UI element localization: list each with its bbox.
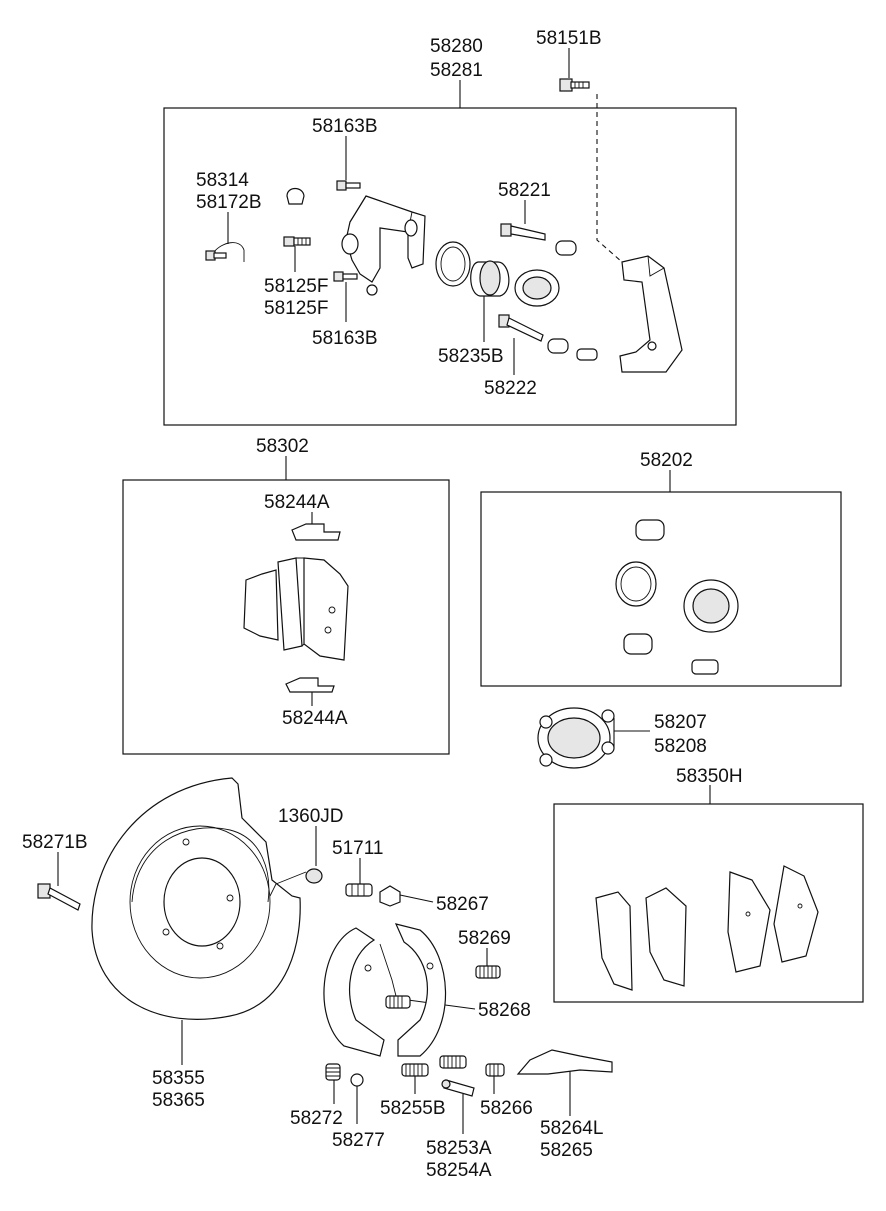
label-58314: 58314 (196, 170, 249, 191)
guide-boot-upper-icon (555, 240, 577, 256)
label-58163b-top: 58163B (312, 116, 378, 137)
label-58280: 58280 (430, 36, 483, 57)
label-58207: 58207 (654, 712, 707, 733)
guide-pin-58221-icon (500, 223, 546, 241)
seal-kit-ring-icon (615, 561, 657, 607)
bolt-58151b-icon (559, 78, 590, 92)
clip-58244a-top-icon (291, 523, 341, 541)
label-58267: 58267 (436, 894, 489, 915)
bleeder-screw-58125f-icon (283, 236, 311, 247)
label-58208: 58208 (654, 736, 707, 757)
spring-58255b-icon (401, 1055, 467, 1077)
spring-58268-icon (385, 995, 411, 1009)
label-58271b: 58271B (22, 832, 88, 853)
label-58277: 58277 (332, 1130, 385, 1151)
label-58244a-bottom: 58244A (282, 708, 348, 729)
bolt-58271b-icon (37, 883, 81, 911)
parking-lever-58264l-icon (516, 1049, 613, 1075)
spring-58272-icon (325, 1063, 341, 1081)
caliper-bracket-icon (619, 255, 683, 373)
guide-boot-lower-icon (547, 338, 569, 354)
leader-58267 (399, 894, 434, 903)
nut-58267-icon (379, 885, 401, 907)
leader-58207 (613, 718, 650, 732)
label-58125f-a: 58125F (264, 276, 328, 297)
nut-1360jd-icon (269, 868, 323, 897)
label-58365: 58365 (152, 1090, 205, 1111)
brake-shoe-kit-icon (595, 865, 819, 991)
label-1360jd: 1360JD (278, 806, 344, 827)
guide-bushing-icon (576, 348, 598, 361)
seal-kit-boot-top-icon (635, 519, 665, 541)
label-58266: 58266 (480, 1098, 533, 1119)
label-58265: 58265 (540, 1140, 593, 1161)
label-58202: 58202 (640, 450, 693, 471)
label-58281: 58281 (430, 60, 483, 81)
brake-pad-set-icon (243, 557, 349, 661)
backing-plate-58355-icon (91, 777, 301, 1020)
adjuster-51711-icon (345, 883, 373, 897)
label-51711: 51711 (332, 838, 383, 859)
piston-boot-icon (514, 269, 560, 307)
cup-58277-icon (350, 1073, 364, 1087)
label-58221: 58221 (498, 180, 551, 201)
wheel-cylinder-58253a-icon (441, 1079, 475, 1097)
label-58253a: 58253A (426, 1138, 492, 1159)
seal-kit-bushing-icon (691, 659, 719, 675)
spring-58269-icon (475, 965, 501, 979)
dust-cap-icon (286, 187, 305, 205)
piston-seal-icon (435, 241, 471, 287)
label-58151b: 58151B (536, 28, 602, 49)
seal-kit-boot-bottom-icon (623, 633, 653, 655)
label-58264l: 58264L (540, 1118, 603, 1139)
label-58355: 58355 (152, 1068, 205, 1089)
bolt-58163b-bottom-icon (333, 271, 358, 282)
drum-shoe-assembly-icon (323, 923, 447, 1057)
label-58244a-top: 58244A (264, 492, 330, 513)
seal-kit-frame (480, 491, 842, 687)
caliper-body-icon (341, 195, 426, 296)
label-58272: 58272 (290, 1108, 343, 1129)
label-58163b-bottom: 58163B (312, 328, 378, 349)
piston-58235b-icon (470, 260, 510, 297)
label-58125f-b: 58125F (264, 298, 328, 319)
shoe-kit-frame (553, 803, 864, 1003)
label-58235b: 58235B (438, 346, 504, 367)
label-58255b: 58255B (380, 1098, 446, 1119)
bolt-58163b-top-icon (336, 180, 361, 191)
spring-58266-icon (485, 1063, 505, 1077)
boot-58207-icon (537, 707, 615, 769)
label-58268: 58268 (478, 1000, 531, 1021)
label-58254a: 58254A (426, 1160, 492, 1181)
bolt-alignment-dashline (596, 94, 623, 263)
label-58302: 58302 (256, 436, 309, 457)
caliper-assembly-frame (163, 107, 737, 426)
seal-kit-boot-large-icon (683, 579, 739, 633)
label-58172b: 58172B (196, 192, 262, 213)
clip-58244a-bottom-icon (285, 677, 335, 693)
pin-clip-58314-icon (205, 242, 245, 262)
label-58269: 58269 (458, 928, 511, 949)
guide-pin-58222-icon (498, 314, 544, 342)
label-58350h: 58350H (676, 766, 743, 787)
label-58222: 58222 (484, 378, 537, 399)
